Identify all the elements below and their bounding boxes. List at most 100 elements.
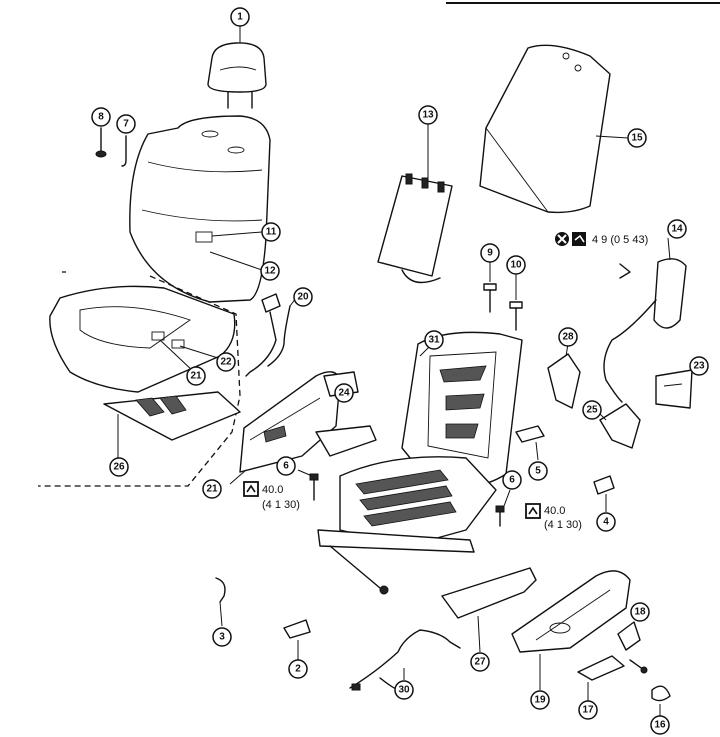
- callout-22: 22: [216, 352, 236, 372]
- svg-text:16: 16: [654, 720, 666, 731]
- cushion-trim: [49, 285, 236, 393]
- torque-spec-right-sub: (4 1 30): [544, 519, 582, 531]
- seat-frame: [317, 331, 523, 595]
- callout-6-right: 6: [502, 470, 522, 490]
- svg-text:22: 22: [220, 357, 232, 368]
- bolt-6-left: [297, 469, 319, 501]
- svg-text:28: 28: [562, 332, 574, 343]
- svg-text:9: 9: [487, 248, 493, 259]
- rail-cover: [441, 567, 537, 653]
- svg-text:26: 26: [113, 462, 125, 473]
- lever-knob: [577, 655, 625, 702]
- callout-24: 24: [334, 383, 354, 403]
- callout-12: 12: [260, 261, 280, 281]
- callout-30: 30: [394, 680, 414, 700]
- clip-3: [215, 577, 226, 627]
- side-airbag: [603, 237, 687, 403]
- clip-5: [515, 425, 545, 461]
- callout-20: 20: [293, 287, 313, 307]
- callout-31: 31: [424, 330, 444, 350]
- svg-text:10: 10: [510, 260, 522, 271]
- svg-text:5: 5: [535, 466, 541, 477]
- callout-5: 5: [528, 461, 548, 481]
- callout-2: 2: [288, 659, 308, 679]
- svg-text:25: 25: [586, 405, 598, 416]
- callout-23: 23: [689, 356, 709, 376]
- callout-3: 3: [212, 627, 232, 647]
- callout-25: 25: [582, 400, 602, 420]
- callout-6-left: 6: [276, 456, 296, 476]
- cushion-pad: [103, 391, 241, 458]
- svg-text:23: 23: [693, 361, 705, 372]
- bracket-28: [547, 343, 581, 409]
- bolt-6-right: [495, 489, 511, 527]
- callout-27: 27: [470, 652, 490, 672]
- svg-text:21: 21: [190, 371, 202, 382]
- callout-11: 11: [261, 222, 281, 242]
- torque-icon-right: [525, 503, 541, 519]
- callout-1: 1: [230, 7, 250, 27]
- svg-text:30: 30: [398, 685, 410, 696]
- callout-9: 9: [480, 243, 500, 263]
- svg-text:19: 19: [534, 695, 546, 706]
- svg-text:24: 24: [338, 388, 350, 399]
- svg-text:13: 13: [422, 110, 434, 121]
- svg-text:6: 6: [283, 461, 289, 472]
- callout-21-left: 21: [202, 479, 222, 499]
- torque-spec-left: 40.0: [262, 484, 283, 496]
- svg-text:14: 14: [671, 224, 683, 235]
- seatback-cover: [479, 44, 629, 214]
- callout-15: 15: [627, 128, 647, 148]
- svg-text:3: 3: [219, 632, 225, 643]
- svg-text:27: 27: [474, 657, 486, 668]
- svg-text:11: 11: [266, 227, 277, 238]
- svg-text:20: 20: [297, 292, 309, 303]
- bolt-10: [509, 274, 523, 331]
- callout-4: 4: [596, 512, 616, 532]
- torque-spec-right: 40.0: [544, 505, 565, 517]
- svg-text:15: 15: [631, 133, 643, 144]
- callout-17: 17: [578, 700, 598, 720]
- callout-8: 8: [91, 107, 111, 127]
- callout-21-cushion: 21: [186, 366, 206, 386]
- seatback-trim: [129, 115, 271, 303]
- svg-text:6: 6: [509, 475, 515, 486]
- callout-18: 18: [630, 602, 650, 622]
- svg-text:2: 2: [295, 664, 301, 675]
- callout-10: 10: [506, 255, 526, 275]
- svg-text:7: 7: [123, 119, 129, 130]
- recliner-lever: [617, 621, 648, 674]
- torque-icon-left: [243, 481, 259, 497]
- callout-7: 7: [116, 114, 136, 134]
- callout-19: 19: [530, 690, 550, 710]
- callout-26: 26: [109, 457, 129, 477]
- pin-8: [95, 127, 107, 158]
- svg-text:17: 17: [582, 705, 594, 716]
- plate-29: [655, 369, 693, 409]
- back-panel: [377, 124, 453, 284]
- clip-4: [593, 475, 615, 512]
- side-finisher: [511, 570, 631, 690]
- callout-13: 13: [418, 105, 438, 125]
- knob-16: [651, 685, 671, 716]
- svg-text:18: 18: [634, 607, 646, 618]
- callout-28: 28: [558, 327, 578, 347]
- svg-text:31: 31: [428, 335, 440, 346]
- seat-belt-buckle: [245, 293, 297, 377]
- clip-7: [121, 135, 127, 167]
- bolt-9: [483, 262, 497, 313]
- svg-text:12: 12: [264, 266, 276, 277]
- svg-text:1: 1: [237, 12, 243, 23]
- seat-side-shield: [229, 371, 377, 485]
- callout-16: 16: [650, 715, 670, 735]
- torque-spec-left-sub: (4 1 30): [262, 499, 300, 511]
- cap-2: [283, 619, 311, 660]
- bracket-25: [595, 403, 641, 449]
- torque-icon-top: [555, 232, 586, 246]
- svg-text:4: 4: [603, 517, 609, 528]
- headrest: [207, 26, 267, 109]
- svg-text:21: 21: [206, 484, 218, 495]
- callout-14: 14: [667, 219, 687, 239]
- torque-spec-top: 4 9 (0 5 43): [592, 234, 648, 246]
